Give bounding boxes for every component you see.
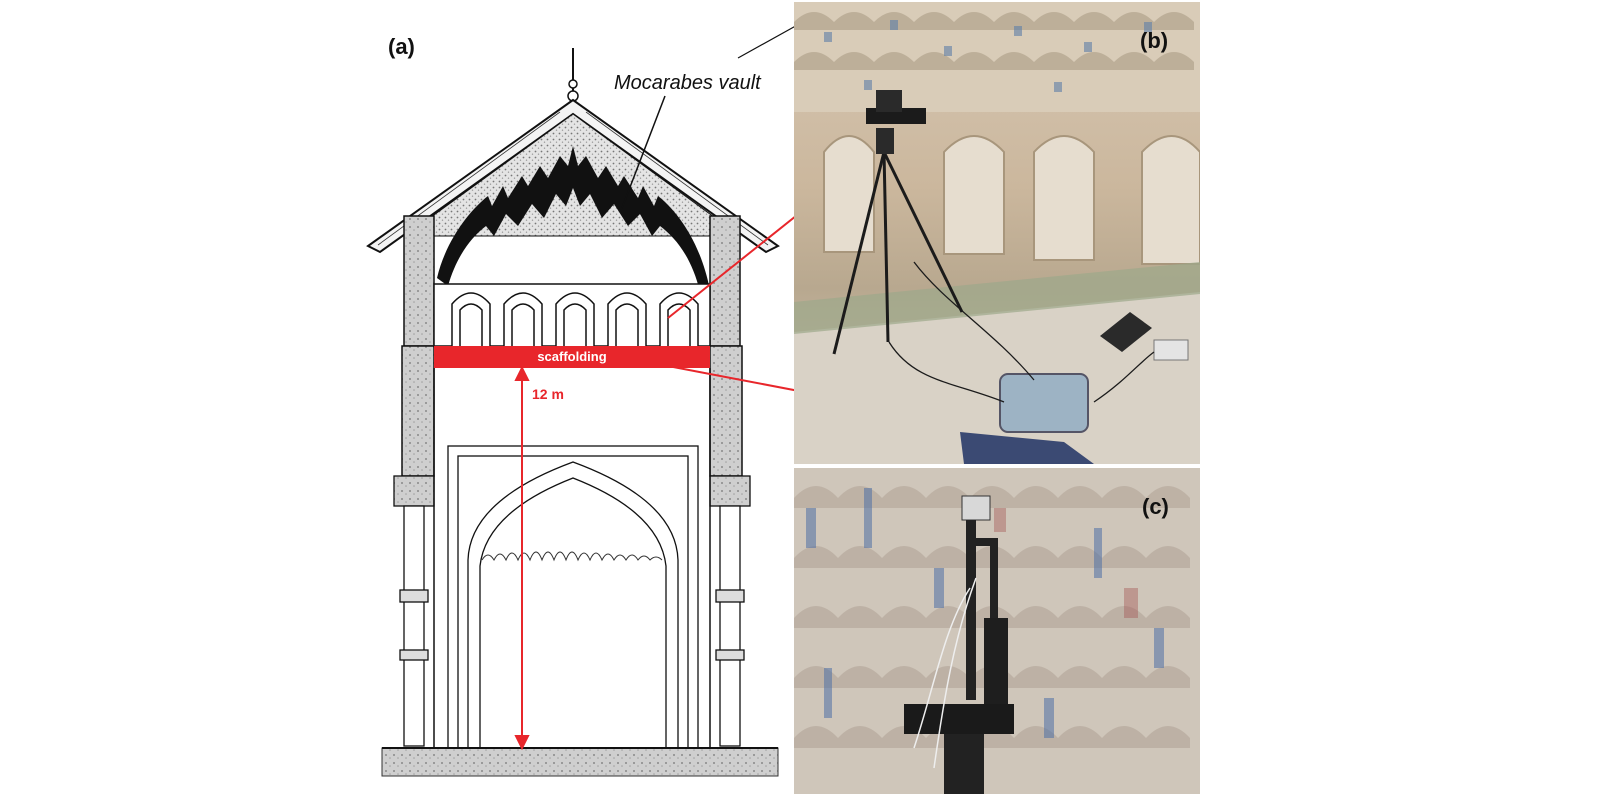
photo-vault-closeup [794, 468, 1200, 794]
window-arcade [451, 292, 699, 346]
photo-scanning-setup [794, 2, 1200, 464]
left-column [393, 475, 435, 747]
right-wall [709, 345, 743, 477]
inner-arch [447, 445, 699, 749]
height-arrow [514, 365, 530, 751]
scaffolding-bar [434, 346, 710, 368]
left-wall [401, 345, 435, 477]
left-wall-top [403, 215, 435, 347]
ground [381, 747, 779, 777]
vault-label: Mocarabes vault [614, 72, 761, 94]
panel-label-a: (a) [388, 34, 415, 59]
panel-label-c: (c) [1142, 494, 1169, 519]
right-column [709, 475, 751, 747]
panel-label-b: (b) [1140, 28, 1169, 53]
vault-silhouette [437, 146, 710, 292]
height-label: 12 m [532, 386, 564, 402]
scaffolding-label: scaffolding [537, 349, 607, 364]
vault-leader [621, 95, 666, 209]
